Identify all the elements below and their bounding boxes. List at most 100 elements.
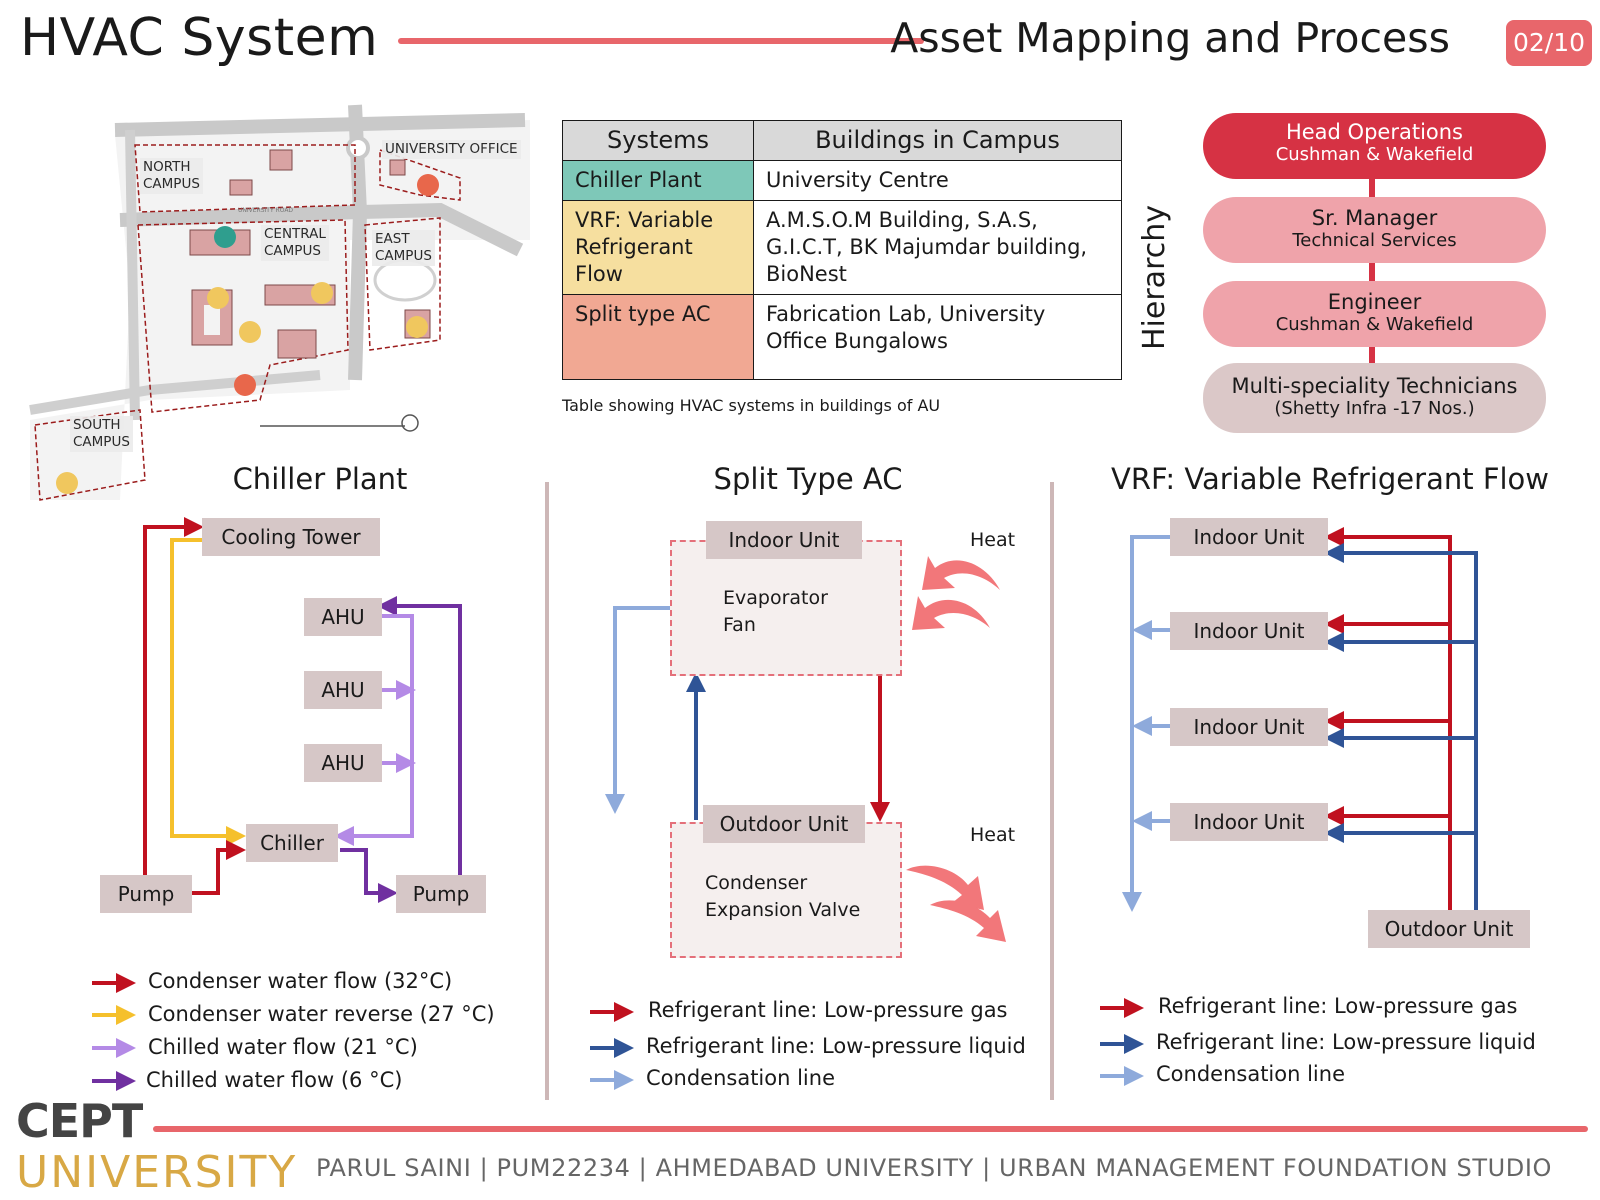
vrf-title: VRF: Variable Refrigerant Flow [1110, 462, 1550, 496]
legend-vrf-condensation: Condensation line [1156, 1062, 1345, 1086]
chiller-node: Chiller [246, 824, 338, 862]
legend-split-gas: Refrigerant line: Low-pressure gas [648, 998, 1008, 1022]
vrf-legend-arrows [1100, 998, 1144, 1086]
map-label-south: SOUTH CAMPUS [70, 416, 133, 452]
hierarchy-level-technicians: Multi-speciality Technicians (Shetty Inf… [1203, 363, 1546, 433]
ahu-node: AHU [304, 671, 382, 709]
map-label-line: NORTH [143, 159, 191, 175]
legend-split-liquid: Refrigerant line: Low-pressure liquid [646, 1034, 1026, 1058]
map-road-label: UNIVERSITY ROAD [238, 207, 294, 214]
vrf-marker [56, 472, 78, 494]
chiller-plant-title: Chiller Plant [232, 462, 408, 496]
heat-label-outdoor: Heat [970, 824, 1016, 846]
table-header-buildings: Buildings in Campus [753, 120, 1122, 161]
vrf-marker [207, 287, 229, 309]
title-rule [398, 38, 924, 44]
split-legend-arrows [590, 1002, 634, 1090]
table-header-row: Systems Buildings in Campus [562, 120, 1122, 161]
page-title: HVAC System [20, 8, 379, 68]
hierarchy-org: Cushman & Wakefield [1275, 314, 1474, 335]
logo-university: UNIVERSITY [16, 1147, 298, 1198]
split-ac-title: Split Type AC [713, 462, 903, 496]
legend-split-condensation: Condensation line [646, 1066, 835, 1090]
hierarchy-level-head-operations: Head Operations Cushman & Wakefield [1203, 113, 1546, 179]
table-caption: Table showing HVAC systems in buildings … [562, 396, 941, 415]
table-cell-system: Split type AC [562, 294, 754, 380]
hvac-systems-table: Systems Buildings in Campus Chiller Plan… [562, 120, 1122, 380]
footer-credits: PARUL SAINI | PUM22234 | AHMEDABAD UNIVE… [316, 1154, 1553, 1182]
page-number-badge: 02/10 [1506, 20, 1592, 66]
table-row: Split type AC Fabrication Lab, Universit… [562, 294, 1122, 380]
section-divider [1050, 482, 1054, 1100]
table-cell-system: Chiller Plant [562, 160, 754, 201]
split-heat-arrows [906, 556, 1006, 942]
indoor-unit-box [670, 540, 902, 676]
legend-condenser-water-flow: Condenser water flow (32°C) [148, 969, 453, 993]
campus-map: NORTH CAMPUS UNIVERSITY OFFICE CENTRAL C… [20, 100, 540, 515]
vrf-indoor-unit: Indoor Unit [1170, 612, 1328, 650]
evaporator-label: Evaporator [723, 587, 828, 609]
hierarchy-connector [1369, 150, 1375, 395]
map-label-line: CAMPUS [73, 434, 130, 450]
hierarchy-label: Hierarchy [1137, 204, 1172, 350]
table-header-systems: Systems [562, 120, 754, 161]
indoor-unit-label: Indoor Unit [706, 521, 862, 559]
legend-condenser-water-reverse: Condenser water reverse (27 °C) [148, 1002, 495, 1026]
chiller-marker [214, 226, 236, 248]
hierarchy-org: (Shetty Infra -17 Nos.) [1274, 398, 1475, 419]
chiller-legend-arrows [92, 973, 136, 1091]
hierarchy-level-sr-manager: Sr. Manager Technical Services [1203, 197, 1546, 263]
table-cell-buildings: Fabrication Lab, University Office Bunga… [753, 294, 1122, 380]
fan-label: Fan [723, 614, 756, 636]
map-label-central: CENTRAL CAMPUS [261, 225, 329, 261]
pump-node: Pump [396, 875, 486, 913]
hierarchy-org: Cushman & Wakefield [1275, 144, 1474, 165]
vrf-indoor-unit: Indoor Unit [1170, 803, 1328, 841]
map-label-line: CAMPUS [143, 176, 200, 192]
vrf-marker [406, 316, 428, 338]
outdoor-unit-label: Outdoor Unit [703, 805, 865, 843]
table-cell-system: VRF: Variable Refrigerant Flow [562, 200, 754, 295]
table-cell-buildings: A.M.S.O.M Building, S.A.S, G.I.C.T, BK M… [753, 200, 1122, 295]
section-divider [545, 482, 549, 1100]
table-row: Chiller Plant University Centre [562, 160, 1122, 201]
hierarchy-role: Head Operations [1285, 120, 1464, 144]
map-label-line: CENTRAL [264, 226, 326, 242]
ahu-node: AHU [304, 598, 382, 636]
hierarchy-org: Technical Services [1292, 230, 1457, 251]
expansion-valve-label: Expansion Valve [705, 899, 861, 921]
vrf-indoor-unit: Indoor Unit [1170, 518, 1328, 556]
outdoor-unit-box [670, 822, 902, 958]
map-label-north: NORTH CAMPUS [140, 158, 203, 194]
logo-cept: CEPT [16, 1094, 143, 1148]
campus-map-drawing [29, 104, 530, 501]
ahu-node: AHU [304, 744, 382, 782]
split-marker [417, 174, 439, 196]
split-marker [234, 374, 256, 396]
hierarchy-role: Sr. Manager [1311, 206, 1438, 230]
vrf-marker [311, 282, 333, 304]
legend-vrf-gas: Refrigerant line: Low-pressure gas [1158, 994, 1518, 1018]
vrf-outdoor-unit: Outdoor Unit [1368, 910, 1530, 948]
footer-rule [153, 1126, 1588, 1132]
hierarchy-role: Multi-speciality Technicians [1231, 374, 1518, 398]
map-label-line: CAMPUS [375, 248, 432, 264]
map-label-university-office: UNIVERSITY OFFICE [382, 140, 521, 159]
page-subtitle: Asset Mapping and Process [890, 14, 1450, 62]
map-label-east: EAST CAMPUS [372, 230, 435, 266]
pump-node: Pump [100, 875, 192, 913]
vrf-marker [239, 321, 261, 343]
legend-chilled-water-21: Chilled water flow (21 °C) [148, 1035, 418, 1059]
legend-vrf-liquid: Refrigerant line: Low-pressure liquid [1156, 1030, 1536, 1054]
map-label-line: EAST [375, 231, 410, 247]
table-row: VRF: Variable Refrigerant Flow A.M.S.O.M… [562, 200, 1122, 295]
cooling-tower-node: Cooling Tower [202, 518, 380, 556]
heat-label-indoor: Heat [970, 529, 1016, 551]
condenser-label: Condenser [705, 872, 808, 894]
table-cell-buildings: University Centre [753, 160, 1122, 201]
hierarchy-role: Engineer [1327, 290, 1422, 314]
hierarchy-level-engineer: Engineer Cushman & Wakefield [1203, 281, 1546, 347]
vrf-indoor-unit: Indoor Unit [1170, 708, 1328, 746]
legend-chilled-water-6: Chilled water flow (6 °C) [146, 1068, 403, 1092]
map-label-line: SOUTH [73, 417, 121, 433]
